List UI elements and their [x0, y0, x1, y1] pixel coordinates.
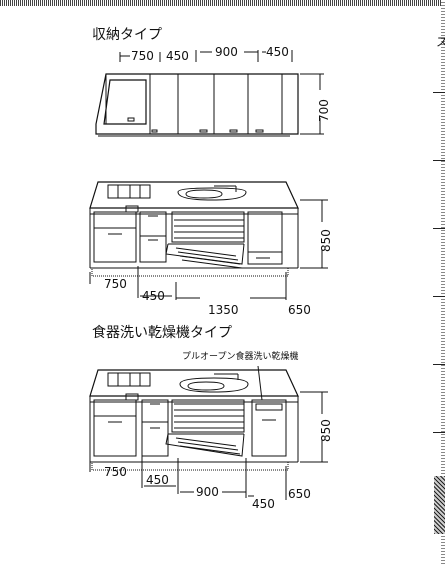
kitchen-height: 850	[319, 229, 333, 252]
edge-index-tab	[434, 476, 445, 534]
edge-mark	[433, 160, 445, 161]
dishwasher-width-1: 750	[104, 465, 127, 479]
dishwasher-width-3: 900	[196, 485, 219, 499]
storage-width-4: 450	[266, 45, 289, 59]
dimension-labels: 750 450 900 450 700 850 750 450 1350 650…	[104, 45, 333, 511]
kitchen-base-drawing	[89, 181, 328, 300]
kitchen-width-1: 750	[104, 277, 127, 291]
storage-width-2: 450	[166, 49, 189, 63]
dishwasher-width-5: 650	[288, 487, 311, 501]
dishwasher-width-4: 450	[252, 497, 275, 511]
storage-type-title: 収納タイプ	[92, 27, 162, 43]
edge-glyph: ス	[436, 35, 445, 49]
storage-width-3: 900	[215, 45, 238, 59]
dishwasher-type-title: 食器洗い乾燥機タイプ	[92, 325, 232, 341]
edge-mark	[433, 228, 445, 229]
wall-cabinets-drawing	[95, 50, 324, 137]
dishwasher-width-2: 450	[146, 473, 169, 487]
dishwasher-kitchen-drawing	[89, 365, 328, 500]
storage-height: 700	[317, 99, 331, 122]
kitchen-width-4: 650	[288, 303, 311, 317]
kitchen-width-2: 450	[142, 289, 165, 303]
kitchen-width-3: 1350	[208, 303, 239, 317]
dishwasher-callout-label: プルオープン食器洗い乾燥機	[182, 352, 299, 362]
top-border-hatch	[0, 0, 445, 6]
edge-mark	[433, 92, 445, 93]
right-edge-strip	[441, 0, 445, 564]
dishwasher-height: 850	[319, 419, 333, 442]
edge-mark	[433, 364, 445, 365]
edge-mark	[433, 432, 445, 433]
edge-mark	[433, 296, 445, 297]
storage-width-1: 750	[131, 49, 154, 63]
